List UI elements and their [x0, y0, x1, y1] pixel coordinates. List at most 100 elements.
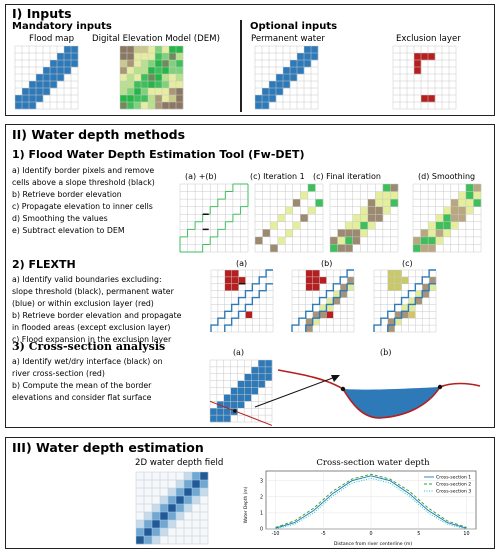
grid-cell [360, 221, 368, 230]
grid-cell [435, 214, 444, 222]
grid-cell [184, 528, 193, 537]
grid-cell [360, 206, 368, 215]
grid-cell [300, 206, 309, 215]
grid-cell [435, 221, 444, 230]
depth-field-grid [135, 471, 209, 545]
dem-caption: Digital Elevation Model (DEM) [92, 34, 220, 44]
grid-cell [367, 206, 376, 215]
grid-cell [160, 480, 169, 489]
grid-cell [127, 95, 135, 103]
grid-cell [347, 276, 355, 284]
grid-cell [458, 199, 467, 207]
grid-cell [473, 191, 482, 200]
grid-cell [375, 214, 384, 222]
grid-cell [401, 311, 409, 319]
grid-cell [428, 244, 436, 253]
grid-cell [127, 74, 135, 82]
grid-cell [311, 46, 319, 54]
grid-cell [473, 199, 482, 207]
grid-cell [244, 373, 252, 381]
step-line: (blue) or within exclusion layer (red) [12, 299, 154, 308]
grid-cell [134, 95, 142, 103]
grid-cell [255, 236, 263, 245]
grid-cell [127, 102, 135, 110]
grid-cell [224, 283, 232, 291]
grid-cell [300, 214, 309, 222]
grid-cell [238, 276, 246, 284]
grid-cell [127, 81, 135, 89]
grid-cell [192, 536, 201, 545]
grid-cell [337, 236, 346, 245]
grid-cell [270, 236, 278, 245]
grid-cell [210, 408, 218, 416]
step-line: a) Identify border pixels and remove [12, 166, 155, 175]
methods-title: II) Water depth methods [12, 127, 186, 142]
grid-cell [360, 229, 368, 238]
grid-cell [29, 88, 37, 96]
grid-cell [465, 206, 474, 215]
crosssection-label-b: (b) [380, 348, 392, 357]
grid-cell [420, 236, 429, 245]
exclusion-layer-grid [392, 45, 457, 110]
grid-cell [237, 401, 245, 409]
step-line: e) Subtract elevation to DEM [12, 226, 125, 235]
grid-cell [330, 236, 338, 245]
grid-cell [305, 318, 313, 326]
grid-cell [277, 229, 286, 238]
grid-cell [169, 81, 177, 89]
grid-cell [270, 229, 278, 238]
grid-cell [141, 81, 149, 89]
grid-cell [50, 60, 58, 68]
estimation-panel [5, 437, 495, 549]
step-line: a) Identify valid boundaries excluding: [12, 275, 162, 284]
grid-cell [155, 46, 163, 54]
grid-cell [22, 95, 30, 103]
grid-cell [297, 53, 305, 61]
grid-cell [141, 88, 149, 96]
grid-cell [176, 81, 184, 89]
grid-cell [148, 102, 156, 110]
chart-xlabel: Distance from river centerline (m) [334, 541, 413, 547]
grid-cell [176, 53, 184, 61]
grid-cell [136, 528, 145, 537]
step-line: d) Smoothing the values [12, 214, 108, 223]
grid-cell [168, 536, 177, 545]
grid-cell [255, 102, 263, 110]
grid-cell [305, 276, 313, 284]
grid-cell [50, 81, 58, 89]
grid-cell [408, 304, 416, 312]
grid-cell [443, 206, 451, 215]
grid-cell [387, 325, 395, 333]
grid-cell [450, 221, 459, 230]
grid-cell [390, 191, 399, 200]
crosssection-water-fill [343, 387, 440, 418]
chart-title: Cross-section water depth [316, 458, 430, 468]
grid-cell [168, 528, 177, 537]
grid-cell [387, 270, 395, 278]
grid-cell [276, 88, 284, 96]
grid-cell [312, 283, 320, 291]
grid-cell [136, 496, 145, 505]
grid-cell [136, 512, 145, 521]
grid-cell [262, 95, 270, 103]
grid-cell [160, 512, 169, 521]
grid-cell [192, 480, 201, 489]
grid-cell [144, 496, 153, 505]
grid-cell [176, 528, 185, 537]
grid-cell [169, 67, 177, 75]
grid-cell [304, 46, 312, 54]
grid-cell [223, 401, 231, 409]
grid-cell [169, 88, 177, 96]
grid-cell [144, 512, 153, 521]
crosssection-label-a: (a) [233, 348, 245, 357]
grid-cell [120, 102, 128, 110]
grid-cell [120, 53, 128, 61]
fwdet-border-grid [179, 183, 249, 253]
grid-cell [230, 387, 238, 395]
grid-cell [428, 236, 436, 245]
grid-cell [160, 504, 169, 513]
step-line: c) Flood expansion in the exclusion laye… [12, 335, 172, 344]
grid-cell [184, 512, 193, 521]
grid-cell [200, 472, 209, 481]
grid-cell [148, 60, 156, 68]
